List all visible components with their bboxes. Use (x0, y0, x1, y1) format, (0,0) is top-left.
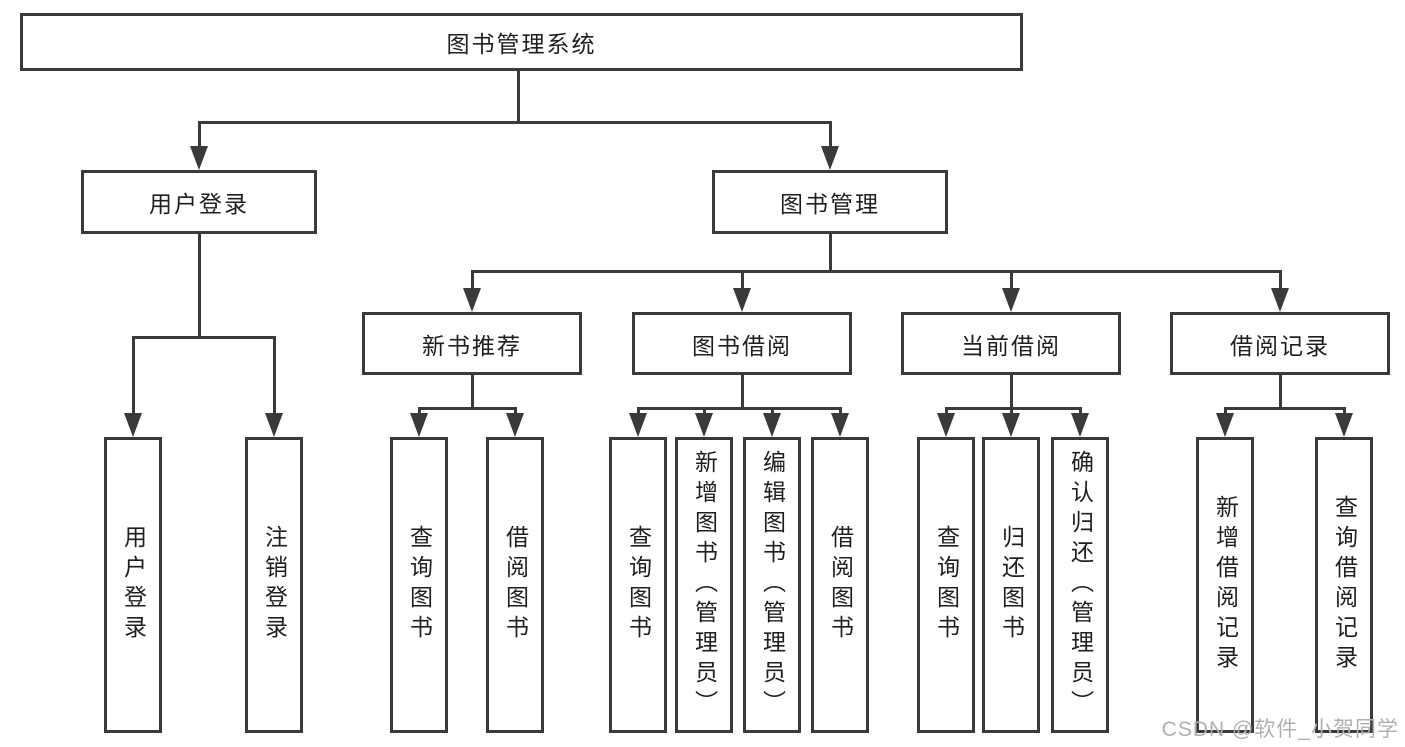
connector-to-leaf-return-books (1010, 407, 1013, 415)
leaf-borrow-books: 借阅图书 (811, 437, 869, 733)
node-current-borrow: 当前借阅 (901, 312, 1121, 375)
arrowhead-to-new-book-recommend (463, 288, 481, 312)
connector-borrow-records-stem (1279, 375, 1282, 409)
connector-level2-hbar (198, 121, 832, 124)
connector-current-borrow-hbar (945, 407, 1081, 410)
arrowhead-to-leaf-borrow-books-recommend (506, 413, 524, 437)
arrowhead-to-leaf-query-books-borrow (629, 413, 647, 437)
connector-to-leaf-borrow-books (839, 407, 842, 415)
connector-to-leaf-query-books-borrow (637, 407, 640, 415)
connector-to-leaf-edit-books (771, 407, 774, 415)
leaf-query-books-current: 查询图书 (917, 437, 975, 733)
leaf-add-borrow-record: 新增借阅记录 (1196, 437, 1254, 733)
connector-to-current-borrow (1010, 270, 1013, 290)
leaf-return-books: 归还图书 (982, 437, 1040, 733)
connector-to-borrow-records (1279, 270, 1282, 290)
arrowhead-to-leaf-borrow-books (831, 413, 849, 437)
arrowhead-to-leaf-query-books-recommend (410, 413, 428, 437)
connector-to-leaf-query-borrow-record (1343, 407, 1346, 415)
connector-to-leaf-logout (273, 336, 276, 414)
arrowhead-to-book-borrow (733, 288, 751, 312)
csdn-watermark: CSDN @软件_小贺同学 (1161, 718, 1399, 741)
leaf-logout: 注销登录 (245, 437, 303, 733)
leaf-query-books-recommend: 查询图书 (390, 437, 448, 733)
node-user-login: 用户登录 (81, 170, 317, 234)
node-book-management: 图书管理 (712, 170, 948, 234)
arrowhead-to-leaf-edit-books (763, 413, 781, 437)
node-borrow-records: 借阅记录 (1170, 312, 1390, 375)
connector-to-leaf-query-books-current (945, 407, 948, 415)
arrowhead-to-leaf-add-books (695, 413, 713, 437)
connector-current-borrow-stem (1010, 375, 1013, 409)
connector-book-borrow-stem (741, 375, 744, 409)
connector-to-user-login (198, 121, 201, 148)
connector-level3-hbar (471, 270, 1282, 273)
arrowhead-to-user-login (190, 146, 208, 170)
arrowhead-to-leaf-return-books (1002, 413, 1020, 437)
leaf-edit-books-admin: 编辑图书（管理员） (743, 437, 801, 733)
connector-book-management-stem (829, 234, 832, 272)
arrowhead-to-leaf-query-books-current (937, 413, 955, 437)
arrowhead-to-leaf-logout (265, 413, 283, 437)
arrowhead-to-book-management (821, 146, 839, 170)
leaf-add-books-admin: 新增图书（管理员） (675, 437, 733, 733)
leaf-user-login: 用户登录 (104, 437, 162, 733)
connector-to-leaf-add-books (703, 407, 706, 415)
leaf-query-borrow-record: 查询借阅记录 (1315, 437, 1373, 733)
connector-book-borrow-hbar (637, 407, 842, 410)
connector-to-leaf-query-books-recommend (418, 407, 421, 415)
connector-user-login-hbar (132, 336, 276, 339)
connector-to-new-book-recommend (471, 270, 474, 290)
connector-to-leaf-add-borrow-record (1224, 407, 1227, 415)
arrowhead-to-current-borrow (1002, 288, 1020, 312)
node-book-borrow: 图书借阅 (632, 312, 852, 375)
connector-user-login-stem (198, 234, 201, 338)
arrowhead-to-leaf-confirm-return (1071, 413, 1089, 437)
connector-to-leaf-borrow-books-recommend (514, 407, 517, 415)
connector-to-leaf-user-login (132, 336, 135, 414)
arrowhead-to-leaf-user-login (124, 413, 142, 437)
connector-recommend-stem (471, 375, 474, 409)
node-new-book-recommend: 新书推荐 (362, 312, 582, 375)
connector-recommend-hbar (418, 407, 517, 410)
connector-to-leaf-confirm-return (1079, 407, 1082, 415)
connector-to-book-management (829, 121, 832, 148)
arrowhead-to-leaf-add-borrow-record (1216, 413, 1234, 437)
connector-to-book-borrow (741, 270, 744, 290)
connector-root-stem (517, 70, 520, 123)
leaf-borrow-books-recommend: 借阅图书 (486, 437, 544, 733)
arrowhead-to-leaf-query-borrow-record (1335, 413, 1353, 437)
connector-borrow-records-hbar (1224, 407, 1346, 410)
leaf-confirm-return-admin: 确认归还（管理员） (1051, 437, 1109, 733)
leaf-query-books-borrow: 查询图书 (609, 437, 667, 733)
arrowhead-to-borrow-records (1271, 288, 1289, 312)
node-library-management-system: 图书管理系统 (20, 13, 1023, 71)
